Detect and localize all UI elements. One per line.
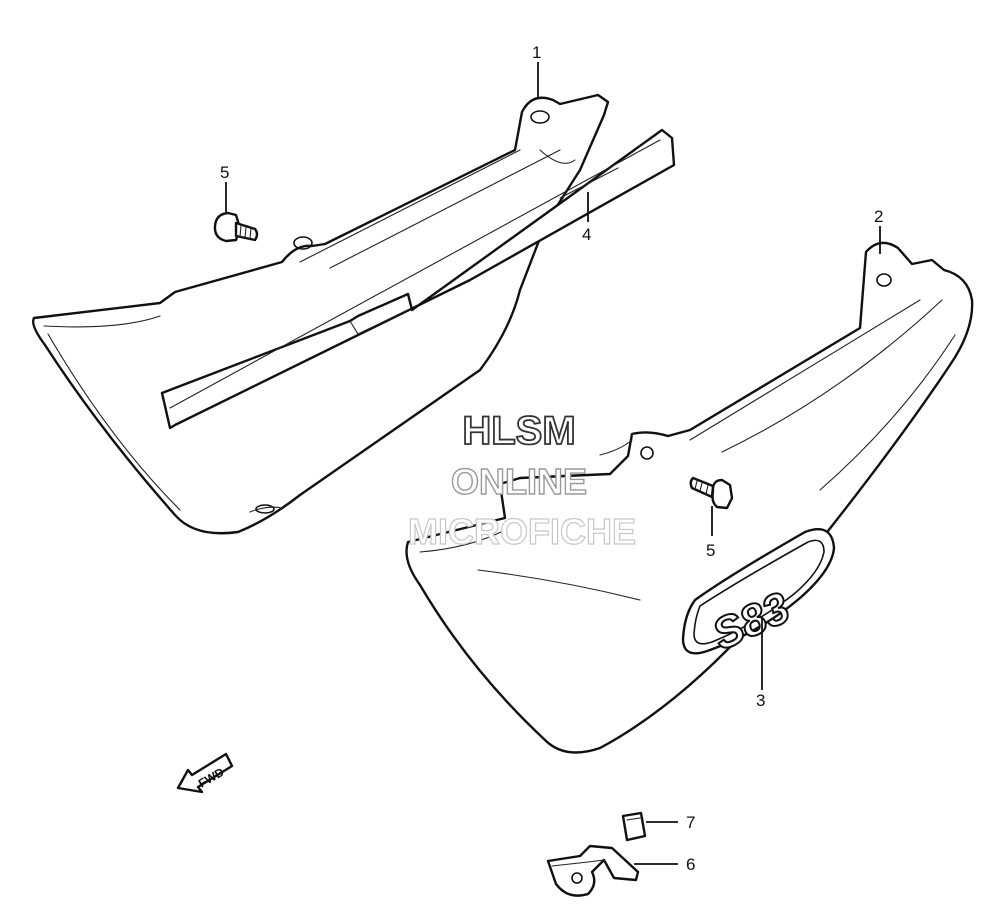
leader-lines: [225, 62, 881, 865]
screw-left: [213, 211, 259, 243]
callout-2: 2: [874, 207, 883, 226]
watermark: HLSM ONLINE MICROFICHE: [407, 408, 636, 553]
watermark-line-1: HLSM: [462, 409, 575, 453]
callout-6: 6: [686, 855, 695, 874]
forward-arrow-icon: FWD: [176, 752, 234, 794]
watermark-line-2: ONLINE: [451, 461, 587, 502]
callouts: 1 5 4 2 5 3 7 6: [220, 43, 883, 874]
callout-1: 1: [532, 43, 541, 62]
cushion: [621, 811, 647, 842]
watermark-line-3: MICROFICHE: [408, 511, 636, 552]
bracket: [546, 844, 640, 897]
callout-3: 3: [756, 691, 765, 710]
trim-strip: [160, 128, 676, 430]
right-frame-cover: [405, 241, 974, 754]
callout-5-left: 5: [220, 163, 229, 182]
callout-4: 4: [582, 225, 591, 244]
callout-5-right: 5: [706, 541, 715, 560]
callout-7: 7: [686, 813, 695, 832]
emblem: S83: [681, 528, 836, 661]
screw-right: [689, 476, 734, 510]
